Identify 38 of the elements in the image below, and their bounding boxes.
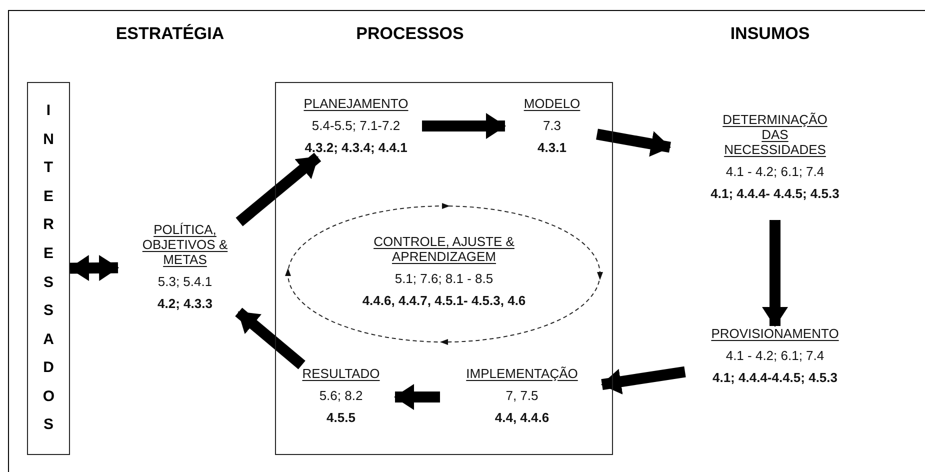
block-arrow bbox=[69, 254, 119, 282]
step-reference-bold: 4.2; 4.3.3 bbox=[158, 296, 212, 311]
block-arrow bbox=[236, 152, 322, 226]
stakeholder-column-box bbox=[27, 82, 70, 455]
block-arrow bbox=[596, 128, 671, 157]
step-heading: RESULTADO bbox=[302, 366, 380, 381]
step-reference: 5.3; 5.4.1 bbox=[158, 274, 212, 289]
column-heading: PROCESSOS bbox=[356, 24, 464, 44]
block-arrow bbox=[422, 113, 506, 139]
step-reference-bold: 4.1; 4.4.4-4.4.5; 4.5.3 bbox=[712, 370, 838, 385]
step-reference: 7.3 bbox=[542, 118, 562, 133]
step-heading: PROVISIONAMENTO bbox=[711, 326, 839, 341]
block-arrow bbox=[601, 366, 686, 395]
step-reference: 5.6; 8.2 bbox=[319, 388, 363, 403]
step-heading: IMPLEMENTAÇÃO bbox=[466, 366, 578, 381]
step-reference: 4.1 - 4.2; 6.1; 7.4 bbox=[726, 164, 824, 179]
step-reference-bold: 4.4.6, 4.4.7, 4.5.1- 4.5.3, 4.6 bbox=[362, 292, 526, 308]
column-heading: INSUMOS bbox=[730, 24, 810, 44]
step-reference-bold: 4.4, 4.4.6 bbox=[494, 410, 550, 425]
step-reference-bold: 4.1; 4.4.4- 4.4.5; 4.5.3 bbox=[710, 186, 840, 201]
step-heading: DETERMINAÇÃO DAS NECESSIDADES bbox=[722, 112, 828, 157]
step-heading: CONTROLE, AJUSTE & APRENDIZAGEM bbox=[372, 234, 516, 264]
process-frame-box bbox=[275, 82, 613, 455]
step-reference-bold: 4.3.2; 4.3.4; 4.4.1 bbox=[304, 140, 408, 155]
step-reference: 4.1 - 4.2; 6.1; 7.4 bbox=[726, 348, 824, 363]
step-reference-bold: 4.3.1 bbox=[538, 140, 566, 155]
block-arrow bbox=[762, 220, 788, 327]
step-heading: PLANEJAMENTO bbox=[304, 96, 408, 111]
step-reference-bold: 4.5.5 bbox=[326, 410, 356, 425]
step-reference: 5.1; 7.6; 8.1 - 8.5 bbox=[394, 270, 494, 286]
step-reference: 5.4-5.5; 7.1-7.2 bbox=[312, 118, 400, 133]
block-arrow bbox=[235, 308, 306, 370]
step-heading: MODELO bbox=[524, 96, 580, 111]
step-reference: 7, 7.5 bbox=[506, 388, 538, 403]
step-heading: POLÍTICA, OBJETIVOS & METAS bbox=[141, 222, 229, 267]
block-arrow bbox=[394, 384, 440, 410]
stakeholder-label: INTERESSADOS bbox=[42, 100, 54, 436]
column-heading: ESTRATÉGIA bbox=[116, 24, 224, 44]
